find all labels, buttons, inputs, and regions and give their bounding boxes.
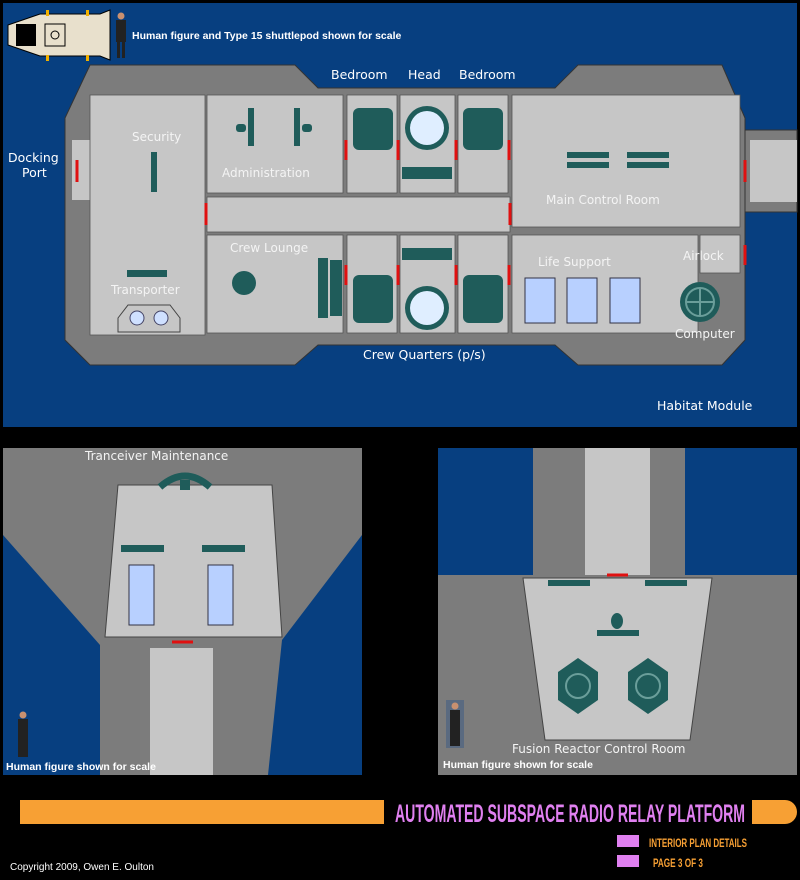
orange-bar-left	[20, 800, 384, 824]
svg-text:Habitat Module: Habitat Module	[657, 398, 753, 413]
svg-text:Crew Quarters (p/s): Crew Quarters (p/s)	[363, 347, 486, 362]
tranceiver-title: Tranceiver Maintenance	[84, 449, 228, 463]
svg-text:Bedroom: Bedroom	[331, 67, 388, 82]
sheet-title: AUTOMATED SUBSPACE RADIO RELAY PLATFORM	[395, 800, 745, 828]
corridor	[206, 196, 511, 233]
legend-item: PAGE 3 OF 3	[653, 856, 703, 870]
head-fixtures	[405, 106, 449, 330]
room-labels: Docking Port Security Administration Bed…	[8, 67, 753, 413]
transporter-pad	[117, 304, 181, 333]
human-figure-icon	[116, 12, 126, 58]
fusion-reactor-panel: Fusion Reactor Control Room Human figure…	[438, 448, 797, 775]
habitat-module-panel: Human figure and Type 15 shuttlepod show…	[3, 3, 798, 427]
equipment	[127, 108, 669, 323]
legend-item: INTERIOR PLAN DETAILS	[649, 836, 747, 850]
scale-note: Human figure shown for scale	[6, 761, 156, 773]
svg-text:Port: Port	[22, 165, 47, 180]
room-main-control	[511, 94, 741, 228]
svg-text:Airlock: Airlock	[683, 249, 724, 263]
footer: AUTOMATED SUBSPACE RADIO RELAY PLATFORM …	[10, 800, 797, 873]
reactor-title: Fusion Reactor Control Room	[512, 742, 686, 756]
room-administration	[206, 94, 344, 194]
svg-text:Head: Head	[408, 67, 441, 82]
life-support-units	[524, 277, 641, 324]
human-figure-icon	[446, 700, 464, 748]
human-figure-icon	[18, 711, 28, 757]
legend-swatch	[617, 855, 639, 867]
shuttlepod-icon	[7, 9, 111, 61]
computer-core-icon	[680, 282, 720, 322]
svg-text:Transporter: Transporter	[110, 283, 180, 297]
svg-text:Bedroom: Bedroom	[459, 67, 516, 82]
svg-text:Security: Security	[132, 130, 181, 144]
orange-bar-right	[752, 800, 797, 824]
svg-text:Docking: Docking	[8, 150, 59, 165]
svg-text:Main Control Room: Main Control Room	[546, 193, 660, 207]
svg-text:Crew Lounge: Crew Lounge	[230, 241, 308, 255]
doors	[75, 140, 747, 285]
svg-text:Life Support: Life Support	[538, 255, 611, 269]
svg-text:Administration: Administration	[222, 166, 310, 180]
scale-note: Human figure shown for scale	[443, 759, 593, 771]
legend-swatch	[617, 835, 639, 847]
tranceiver-maintenance-panel: Tranceiver Maintenance Human figure show…	[3, 448, 362, 775]
scale-note: Human figure and Type 15 shuttlepod show…	[132, 30, 402, 42]
room-airlock	[699, 234, 741, 274]
svg-text:Computer: Computer	[675, 327, 735, 341]
copyright: Copyright 2009, Owen E. Oulton	[10, 862, 154, 873]
